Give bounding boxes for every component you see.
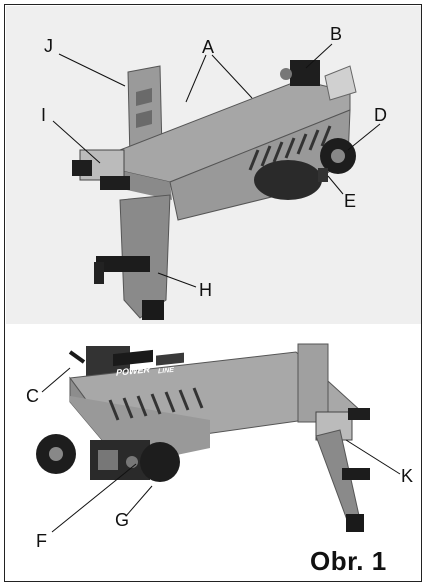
label-c: C [26, 386, 39, 406]
power-line-badge: POWER LINE [113, 349, 184, 378]
label-d: D [374, 105, 387, 125]
label-k: K [401, 466, 414, 486]
svg-text:POWER: POWER [116, 364, 150, 378]
figure-caption: Obr. 1 [310, 546, 387, 576]
svg-text:LINE: LINE [158, 367, 174, 376]
label-b: B [330, 24, 343, 44]
label-g: G [115, 510, 130, 530]
label-j: J [44, 36, 53, 56]
bottom-log-splitter: POWER LINE [36, 343, 370, 532]
label-i: I [41, 105, 47, 125]
label-a: A [202, 37, 215, 57]
label-f: F [36, 531, 47, 551]
leader-lines [41, 43, 401, 533]
label-h: H [199, 280, 212, 300]
label-e: E [344, 191, 357, 211]
top-log-splitter [72, 60, 357, 320]
